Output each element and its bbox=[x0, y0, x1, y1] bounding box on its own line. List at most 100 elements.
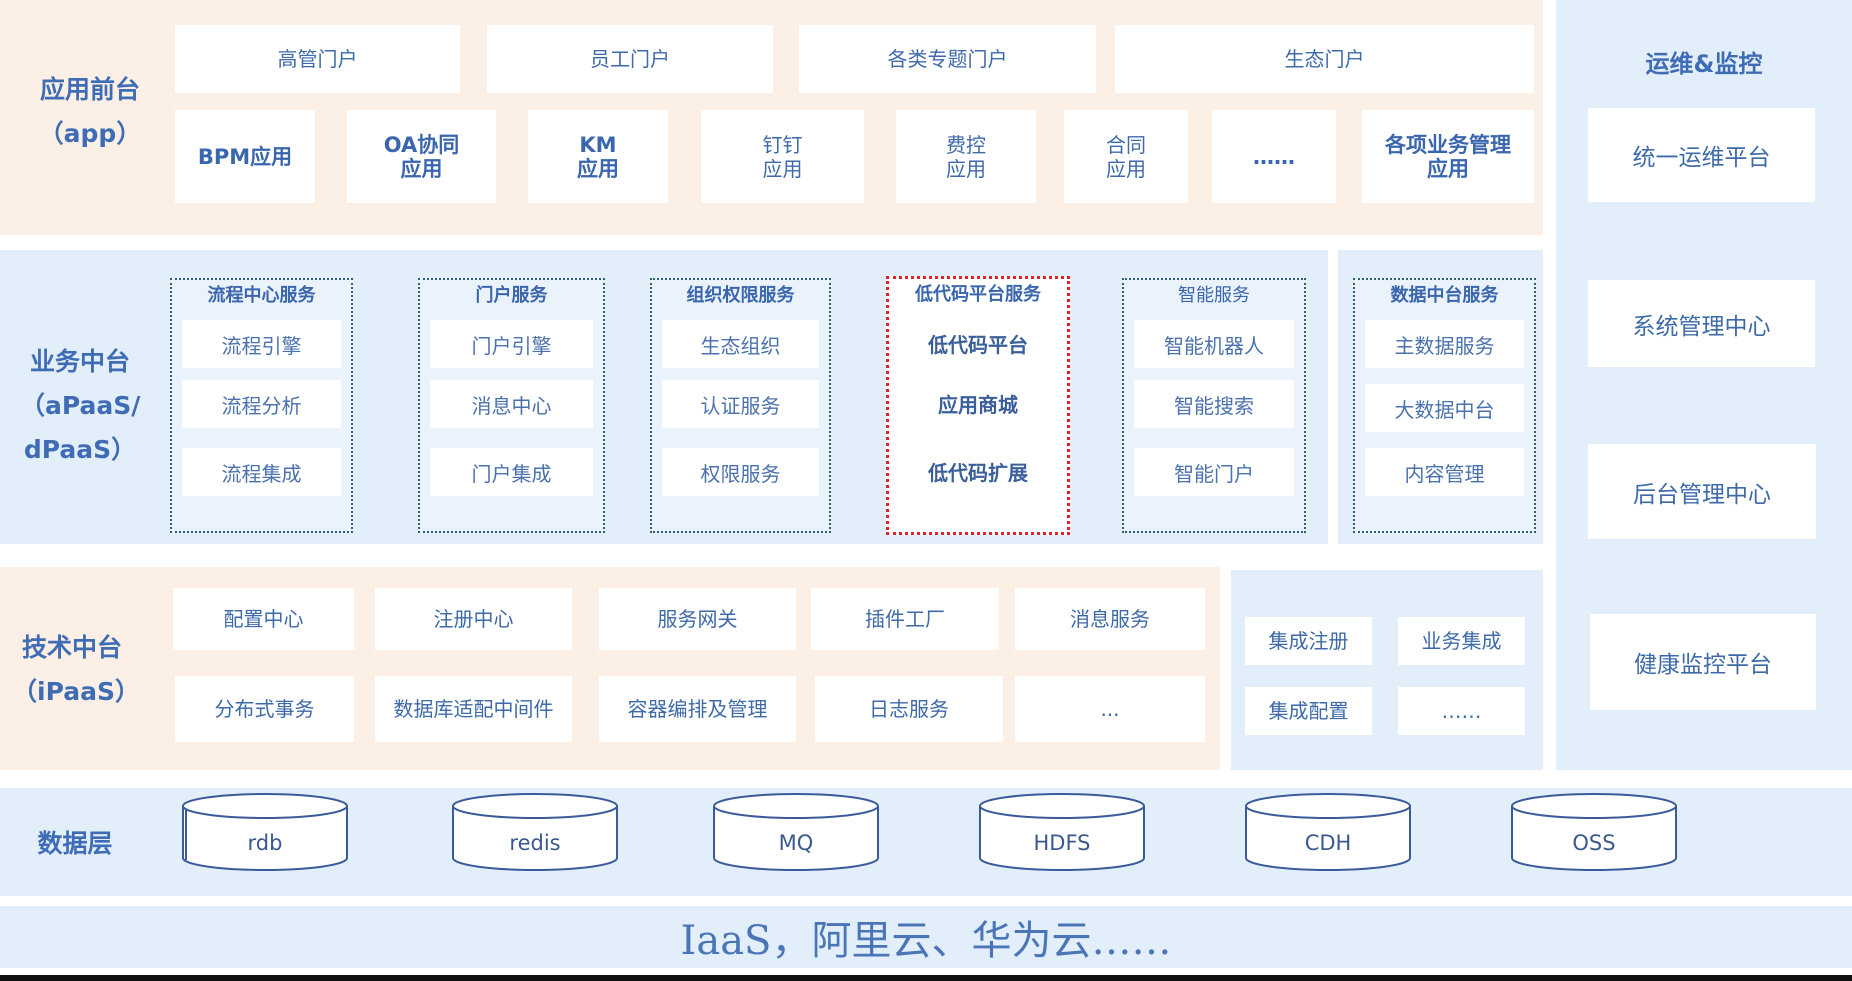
bottom-divider bbox=[0, 975, 1852, 981]
tech-container-orchestration: 容器编排及管理 bbox=[599, 676, 796, 742]
app-contract: 合同应用 bbox=[1064, 110, 1188, 203]
service-item: 低代码平台 bbox=[899, 319, 1057, 367]
app-layer-title-line2: （app） bbox=[38, 119, 142, 148]
app-km-line1: KM bbox=[579, 132, 617, 157]
cylinder-oss: OSS bbox=[1511, 793, 1677, 871]
app-oa-line2: 应用 bbox=[400, 156, 443, 181]
portal-employee: 员工门户 bbox=[487, 25, 773, 93]
service-item: 低代码扩展 bbox=[899, 447, 1057, 495]
cylinder-rdb: rdb bbox=[182, 793, 348, 871]
app-km-line2: 应用 bbox=[577, 156, 619, 181]
app-expense: 费控应用 bbox=[896, 110, 1036, 203]
service-item: 智能门户 bbox=[1134, 448, 1294, 496]
service-group-title: 数据中台服务 bbox=[1390, 285, 1499, 306]
app-dingtalk-line1: 钉钉 bbox=[762, 132, 803, 157]
service-group-title: 低代码平台服务 bbox=[915, 284, 1041, 305]
store-label: HDFS bbox=[1033, 831, 1090, 855]
app-contract-line2: 应用 bbox=[1106, 156, 1146, 181]
app-contract-line1: 合同 bbox=[1106, 132, 1146, 157]
tech-db-adapter: 数据库适配中间件 bbox=[375, 676, 572, 742]
integration-register: 集成注册 bbox=[1245, 617, 1372, 665]
data-layer-title: 数据层 bbox=[37, 829, 113, 858]
tech-plugin-factory: 插件工厂 bbox=[811, 588, 999, 650]
store-label: redis bbox=[509, 831, 560, 855]
app-layer-title-line1: 应用前台 bbox=[39, 75, 140, 104]
tech-layer-title: 技术中台 （iPaaS） bbox=[12, 626, 140, 714]
service-group-title: 组织权限服务 bbox=[686, 285, 795, 306]
data-stores: rdb redis MQ HDFS CDH OSS bbox=[182, 793, 1677, 871]
cylinder-mq: MQ bbox=[713, 793, 879, 871]
store-label: OSS bbox=[1572, 831, 1615, 855]
tech-log-service: 日志服务 bbox=[815, 676, 1003, 742]
store-label: rdb bbox=[248, 831, 283, 855]
app-layer-title: 应用前台 （app） bbox=[30, 68, 150, 156]
integration-business: 业务集成 bbox=[1398, 617, 1525, 665]
app-bpm-line1: BPM应用 bbox=[197, 144, 293, 169]
service-item: 应用商城 bbox=[899, 379, 1057, 427]
service-item: 内容管理 bbox=[1365, 448, 1524, 496]
ops-title: 运维&监控 bbox=[1645, 50, 1763, 78]
app-business-mgmt: 各项业务管理应用 bbox=[1362, 110, 1534, 203]
cylinder-hdfs: HDFS bbox=[979, 793, 1145, 871]
tech-service-gateway: 服务网关 bbox=[599, 588, 796, 650]
service-item: 智能机器人 bbox=[1134, 320, 1294, 368]
app-business-mgmt-line2: 应用 bbox=[1427, 156, 1469, 181]
app-bpm: BPM应用 bbox=[175, 110, 315, 203]
portal-executive: 高管门户 bbox=[175, 25, 460, 93]
service-item: 门户集成 bbox=[430, 448, 593, 496]
service-group-intelligent: 智能服务 智能机器人 智能搜索 智能门户 bbox=[1122, 278, 1306, 533]
app-expense-line1: 费控 bbox=[946, 132, 986, 157]
service-item: 大数据中台 bbox=[1365, 384, 1524, 432]
service-item: 消息中心 bbox=[430, 380, 593, 428]
app-business-mgmt-line1: 各项业务管理 bbox=[1385, 132, 1511, 157]
business-layer-title: 业务中台 （aPaaS/ dPaaS） bbox=[20, 340, 140, 472]
service-item: 流程引擎 bbox=[182, 320, 341, 368]
service-item: 认证服务 bbox=[662, 380, 819, 428]
service-group-title: 门户服务 bbox=[475, 285, 548, 306]
portal-topics: 各类专题门户 bbox=[799, 25, 1096, 93]
store-label: MQ bbox=[779, 831, 814, 855]
cylinder-redis: redis bbox=[452, 793, 618, 871]
business-layer-title-line2: （aPaaS/ bbox=[20, 391, 141, 420]
ops-health-monitor: 健康监控平台 bbox=[1590, 614, 1816, 710]
tech-config-center: 配置中心 bbox=[173, 588, 354, 650]
integration-band bbox=[1231, 570, 1543, 770]
cylinder-cdh: CDH bbox=[1245, 793, 1411, 871]
integration-more: …… bbox=[1398, 687, 1525, 735]
service-group-workflow: 流程中心服务 流程引擎 流程分析 流程集成 bbox=[170, 278, 353, 533]
service-group-lowcode: 低代码平台服务 低代码平台 应用商城 低代码扩展 bbox=[886, 276, 1070, 535]
app-oa: OA协同应用 bbox=[347, 110, 496, 203]
tech-layer-title-line2: （iPaaS） bbox=[12, 677, 140, 706]
tech-message-service: 消息服务 bbox=[1015, 588, 1205, 650]
tech-distributed-transaction: 分布式事务 bbox=[175, 676, 354, 742]
app-dingtalk-line2: 应用 bbox=[762, 156, 803, 181]
business-layer-title-line1: 业务中台 bbox=[29, 347, 130, 376]
app-more-label: …… bbox=[1253, 144, 1295, 169]
service-group-data-center: 数据中台服务 主数据服务 大数据中台 内容管理 bbox=[1353, 278, 1536, 533]
app-dingtalk: 钉钉应用 bbox=[701, 110, 864, 203]
business-layer-title-line3: dPaaS） bbox=[23, 435, 137, 464]
service-item: 流程集成 bbox=[182, 448, 341, 496]
service-item: 生态组织 bbox=[662, 320, 819, 368]
ops-unified-platform: 统一运维平台 bbox=[1588, 108, 1815, 202]
service-group-title: 流程中心服务 bbox=[207, 285, 316, 306]
service-item: 流程分析 bbox=[182, 380, 341, 428]
service-group-org-permission: 组织权限服务 生态组织 认证服务 权限服务 bbox=[650, 278, 831, 533]
ops-backend-mgmt: 后台管理中心 bbox=[1588, 444, 1816, 539]
ops-system-mgmt: 系统管理中心 bbox=[1588, 280, 1815, 367]
service-item: 权限服务 bbox=[662, 448, 819, 496]
service-item: 主数据服务 bbox=[1365, 320, 1524, 368]
iaas-layer: IaaS，阿里云、华为云…… bbox=[0, 906, 1852, 968]
portal-ecosystem: 生态门户 bbox=[1115, 25, 1534, 93]
service-group-title: 智能服务 bbox=[1178, 285, 1250, 306]
app-more: …… bbox=[1212, 110, 1336, 203]
tech-registry-center: 注册中心 bbox=[375, 588, 572, 650]
store-label: CDH bbox=[1305, 831, 1352, 855]
app-oa-line1: OA协同 bbox=[383, 132, 460, 157]
integration-config: 集成配置 bbox=[1245, 687, 1372, 735]
service-item: 智能搜索 bbox=[1134, 380, 1294, 428]
tech-more: ... bbox=[1015, 676, 1205, 742]
tech-layer-title-line1: 技术中台 bbox=[21, 633, 122, 662]
app-expense-line2: 应用 bbox=[946, 156, 986, 181]
